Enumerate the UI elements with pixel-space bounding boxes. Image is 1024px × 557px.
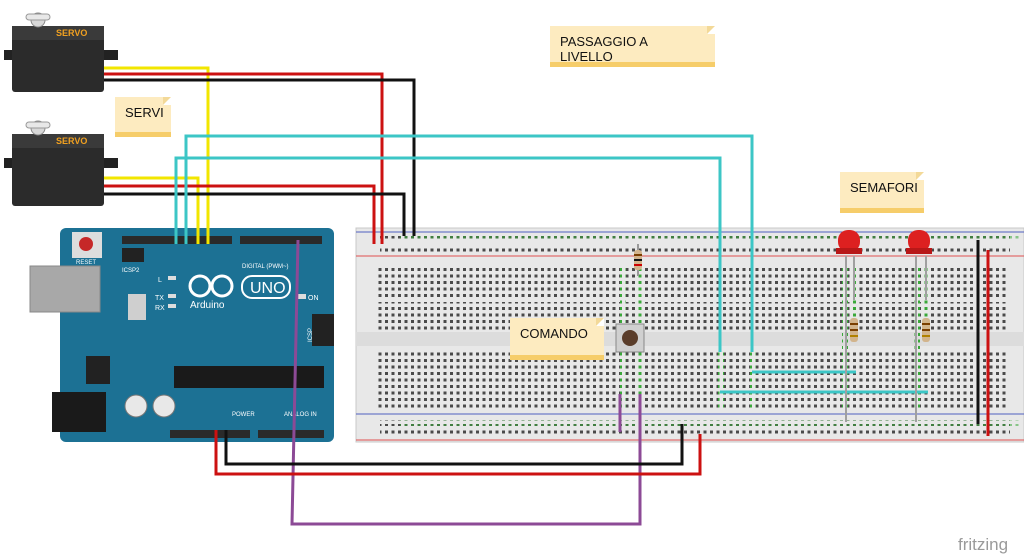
servo-bottom-label: SERVO: [56, 136, 87, 146]
note-passaggio-text: PASSAGGIO A LIVELLO: [560, 34, 648, 64]
breadboard: [355, 227, 1024, 443]
servo-top: SERVO: [4, 12, 118, 92]
led-rx-label: RX: [155, 305, 165, 312]
led-red-1: [836, 230, 862, 254]
arduino-model: UNO: [250, 280, 286, 297]
arduino-uno-board: RESET ICSP2 DIGITAL (PWM~) UNO Arduino L…: [29, 228, 334, 442]
arduino-brand: Arduino: [190, 300, 225, 311]
resistor-led1: [850, 318, 858, 342]
reset-button[interactable]: [79, 237, 93, 251]
note-servi-text: SERVI: [125, 105, 164, 120]
note-passaggio: PASSAGGIO A LIVELLO: [550, 26, 715, 67]
analog-label: ANALOG IN: [284, 412, 317, 418]
led-red-2: [906, 230, 932, 254]
wire-cyan-2: [174, 156, 722, 352]
wire-servo1-yellow: [104, 66, 210, 244]
wire-servo1-black: [104, 78, 416, 236]
note-comando-text: COMANDO: [520, 326, 588, 341]
note-comando: COMANDO: [510, 318, 604, 360]
digital-label: DIGITAL (PWM~): [242, 264, 289, 270]
resistor-top: [634, 244, 642, 276]
on-label: ON: [308, 295, 319, 302]
reset-label: RESET: [76, 260, 96, 266]
wires: [104, 66, 990, 526]
wire-black-gnd: [224, 424, 684, 466]
resistor-led2: [922, 318, 930, 342]
icsp2-label: ICSP2: [122, 268, 140, 274]
wire-servo2-black: [104, 192, 406, 236]
icsp-label: ICSP: [308, 328, 314, 342]
wire-servo2-yellow: [104, 176, 200, 244]
led-tx-label: TX: [155, 295, 164, 302]
note-semafori-text: SEMAFORI: [850, 180, 918, 195]
servo-bottom: SERVO: [4, 120, 118, 206]
wire-cyan-1: [184, 134, 754, 352]
wire-purple: [290, 239, 642, 526]
led-l-label: L: [158, 277, 162, 284]
wire-servo2-red: [104, 184, 376, 244]
power-label: POWER: [232, 412, 255, 418]
fritzing-brand: fritzing: [958, 535, 1008, 554]
wire-servo1-red: [104, 72, 384, 244]
push-button: [615, 323, 645, 353]
note-servi: SERVI: [115, 97, 171, 137]
servo-top-label: SERVO: [56, 28, 87, 38]
wire-red-5v: [214, 430, 702, 476]
note-semafori: SEMAFORI: [840, 172, 924, 213]
